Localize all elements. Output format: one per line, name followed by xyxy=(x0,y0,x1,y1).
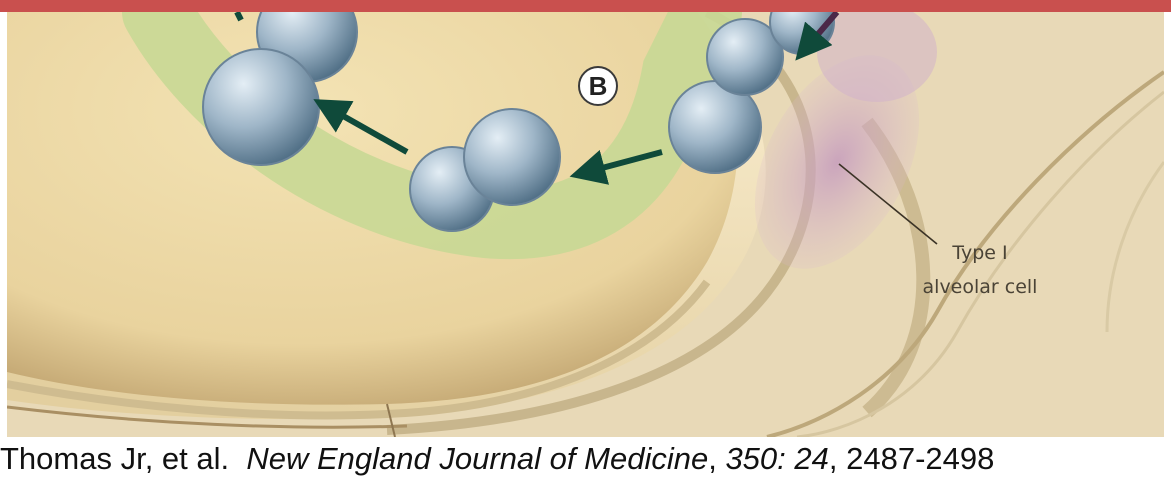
citation-sep1: , xyxy=(708,441,725,476)
citation: Thomas Jr, et al. New England Journal of… xyxy=(0,438,1171,479)
top-accent-bar xyxy=(0,0,1171,12)
citation-journal: New England Journal of Medicine xyxy=(246,441,708,476)
citation-authors: Thomas Jr, et al. xyxy=(0,441,229,476)
citation-volume: 350: 24 xyxy=(725,441,828,476)
cell-label-line1: Type I xyxy=(900,236,1060,270)
panel-marker-b: B xyxy=(578,66,618,106)
citation-pages: 2487-2498 xyxy=(846,441,994,476)
type-i-alveolar-cell-label: Type I alveolar cell xyxy=(900,236,1060,304)
citation-sep2: , xyxy=(829,441,846,476)
cell-label-line2: alveolar cell xyxy=(900,270,1060,304)
